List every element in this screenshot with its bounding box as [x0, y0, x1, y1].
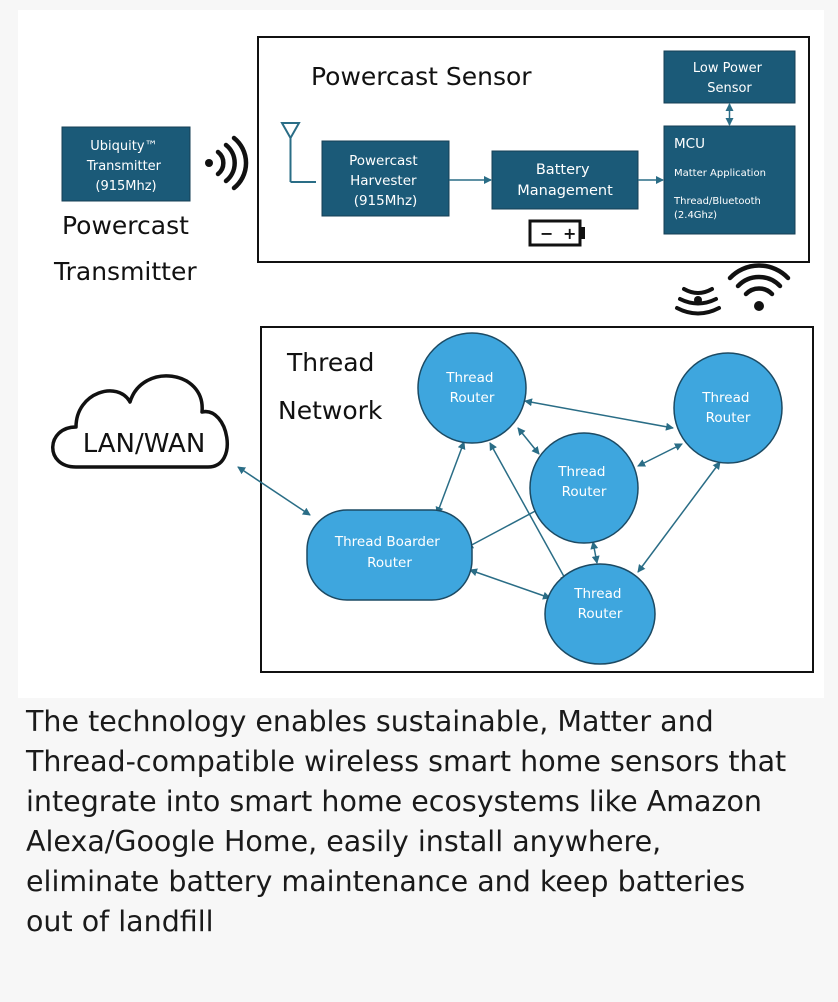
svg-text:Thread Router: Thread Router — [557, 464, 610, 500]
transmitter-label-line-2: Transmitter — [53, 257, 197, 286]
arrow-r1-border — [435, 441, 466, 515]
caption-line: integrate into smart home ecosystems lik… — [26, 785, 762, 818]
system-diagram: Powercast Sensor Powercast Harvester (91… — [51, 36, 814, 673]
thread-router-node: Thread Router — [417, 332, 527, 444]
caption-line: eliminate battery maintenance and keep b… — [26, 865, 746, 898]
router-label-line-2: Router — [706, 410, 751, 426]
harvester-box — [321, 140, 450, 217]
svg-text:Thread Router: Thread Router — [445, 370, 498, 406]
cloud-label: LAN/WAN — [83, 429, 206, 459]
mcu-application: Matter Application — [674, 168, 766, 179]
battery-icon-minus: − — [540, 224, 553, 243]
battery-mgmt-line-1: Battery — [536, 162, 590, 178]
router-label-line-1: Thread — [557, 464, 605, 480]
svg-text:Powercast Harvester (9: Powercast Harvester (915Mhz) — [349, 153, 422, 209]
svg-text:Low Power Sensor: Low Power Sensor — [693, 61, 766, 96]
svg-text:Powercast Transmitter: Powercast Transmitter — [53, 211, 197, 286]
thread-router-node: Thread Router — [544, 563, 656, 665]
wifi-icon — [727, 263, 791, 311]
svg-text:Battery Management: Battery Management — [517, 162, 613, 199]
arrow-r3-r4 — [590, 541, 600, 564]
caption-line: out of landfill — [26, 905, 214, 938]
border-router-line-2: Router — [367, 555, 412, 571]
thread-signal-icon — [675, 287, 721, 316]
mcu-radio-line-1: Thread/Bluetooth — [673, 196, 761, 207]
router-label-line-1: Thread — [573, 586, 621, 602]
transmitter-label-line-1: Powercast — [62, 211, 189, 240]
network-title-line-1: Thread — [286, 348, 374, 377]
router-label-line-1: Thread — [701, 390, 749, 406]
antenna-icon — [280, 122, 316, 183]
cloud-icon: LAN/WAN — [51, 374, 229, 469]
caption-line: Alexa/Google Home, easily install anywhe… — [26, 825, 662, 858]
border-router-line-1: Thread Boarder — [334, 534, 440, 550]
low-power-line-1: Low Power — [693, 61, 763, 76]
router-label-line-2: Router — [562, 484, 607, 500]
arrow-r1-r2 — [524, 398, 674, 431]
caption-line: Thread-compatible wireless smart home se… — [26, 745, 787, 778]
svg-text:Thread Router: Thread Router — [701, 390, 754, 426]
battery-icon-plus: + — [563, 224, 576, 243]
harvester-line-2: Harvester — [350, 173, 417, 189]
low-power-line-2: Sensor — [707, 81, 752, 96]
router-label-line-2: Router — [578, 606, 623, 622]
harvester-line-3: (915Mhz) — [354, 193, 418, 209]
thread-router-node: Thread Router — [529, 432, 639, 544]
transmitter-box — [61, 126, 191, 202]
mcu-radio-line-2: (2.4Ghz) — [674, 210, 717, 221]
router-label-line-2: Router — [450, 390, 495, 406]
svg-text:Thread/Bluetooth (2.4Ghz): Thread/Bluetooth (2.4Ghz) — [673, 196, 764, 221]
caption: The technology enables sustainable, Matt… — [0, 702, 838, 942]
transmitter-line-1: Ubiquity™ — [90, 139, 157, 154]
caption-line: The technology enables sustainable, Matt… — [26, 705, 714, 738]
battery-management-box — [491, 150, 639, 210]
low-power-sensor-box — [663, 50, 796, 104]
battery-mgmt-line-2: Management — [517, 183, 613, 199]
svg-text:Ubiquity™ Transmitter: Ubiquity™ Transmitter (915Mhz) — [86, 139, 165, 194]
wireless-signal-icon — [205, 135, 249, 191]
network-title-line-2: Network — [278, 396, 383, 425]
thread-border-router-node: Thread Boarder Router — [306, 509, 473, 601]
svg-text:Thread Network: Thread Network — [278, 348, 383, 425]
arrow-cloud-border — [237, 466, 311, 516]
battery-icon: − + — [528, 219, 585, 247]
arrow-r2-r4 — [637, 461, 721, 573]
transmitter-line-3: (915Mhz) — [95, 179, 156, 194]
svg-text:Thread Router: Thread Router — [573, 586, 626, 622]
mcu-box — [663, 125, 796, 235]
harvester-line-1: Powercast — [349, 153, 418, 169]
transmitter-line-2: Transmitter — [86, 159, 162, 174]
arrow-border-r4 — [469, 568, 551, 600]
svg-text:Thread Boarder Router: Thread Boarder Router — [334, 534, 444, 571]
arrow-r3-border — [465, 507, 542, 549]
sensor-title: Powercast Sensor — [311, 62, 532, 91]
router-label-line-1: Thread — [445, 370, 493, 386]
figure-panel: Powercast Sensor Powercast Harvester (91… — [18, 10, 824, 698]
mcu-title: MCU — [674, 136, 705, 152]
thread-router-node: Thread Router — [673, 352, 783, 464]
